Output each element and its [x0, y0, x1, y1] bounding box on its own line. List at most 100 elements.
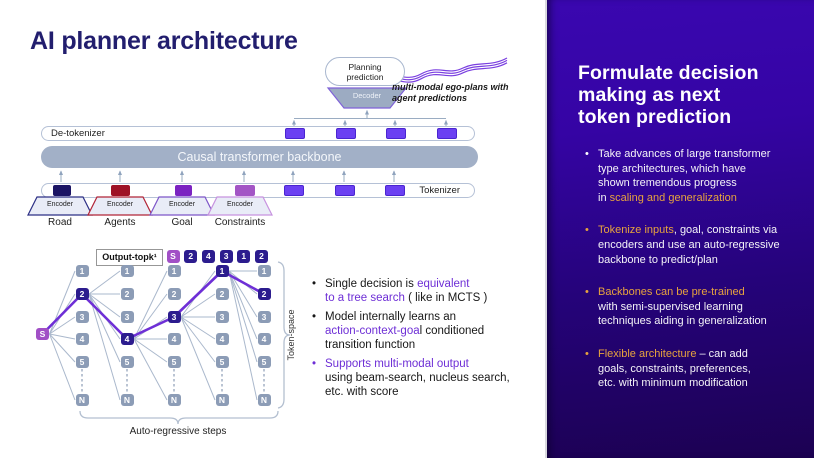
tree-node-col4-2: 2 [215, 288, 229, 300]
plain-text: using beam-search, nucleus search, etc. … [325, 372, 510, 398]
panel-bullet-1: • Take advances of large transformer type… [585, 147, 796, 205]
encoder-name-constraints: Constraints [214, 217, 266, 228]
diagram-bullet-3: • Supports multi-modal output using beam-… [312, 357, 544, 399]
tree-node-col5-N: N [257, 394, 271, 406]
right-panel: Formulate decision making as next token … [545, 0, 814, 458]
plain-text: with semi-supervised learning techniques… [598, 300, 767, 328]
panel-bullet-list: • Take advances of large transformer type… [578, 147, 796, 391]
tree-node-col2-N: N [120, 394, 134, 406]
bullet-dot: • [312, 358, 317, 370]
bullet-text: Supports multi-modal output using beam-s… [325, 357, 510, 399]
tree-node-col3-5: 5 [167, 356, 181, 368]
tree-node-col1-5: 5 [75, 356, 89, 368]
highlighted-text: Flexible architecture [598, 347, 697, 360]
tree-node-col1-3: 3 [75, 311, 89, 323]
de-tokenizer-token-3 [386, 128, 406, 139]
plain-text: , goal, constraints via encoders and use… [598, 224, 780, 266]
tokenizer-token-5 [284, 185, 304, 196]
tree-node-col4-4: 4 [215, 333, 229, 345]
panel-heading: Formulate decision making as next token … [578, 62, 759, 128]
output-sequence-token-3: 4 [201, 250, 215, 263]
tokenizer-token-road [53, 185, 71, 196]
encoder-name-goal: Goal [171, 217, 193, 228]
panel-bullet-2: • Tokenize inputs, goal, constraints via … [585, 223, 796, 267]
highlighted-text: scaling and generalization [609, 191, 737, 204]
tree-node-col4-1: 1 [215, 265, 229, 277]
encoder-name-agents: Agents [104, 217, 136, 228]
tree-node-col3-N: N [167, 394, 181, 406]
bullet-text: Tokenize inputs, goal, constraints via e… [598, 223, 780, 267]
diagram-bullet-2: • Model internally learns an action-conte… [312, 310, 544, 352]
diagram-bullet-1: • Single decision is equivalent to a tree… [312, 277, 544, 305]
tree-node-col2-4: 4 [120, 333, 134, 345]
bullet-dot: • [585, 224, 589, 237]
tree-node-col2-5: 5 [120, 356, 134, 368]
tokenizer-token-constraints [235, 185, 255, 196]
output-sequence-token-5: 1 [237, 250, 251, 263]
tokenizer-bar: Tokenizer [41, 183, 475, 198]
tree-node-col2-3: 3 [120, 311, 134, 323]
output-sequence-token-2: 2 [184, 250, 198, 263]
tree-node-col1-N: N [75, 394, 89, 406]
token-space-label: Token-space [286, 309, 296, 361]
tree-node-col4-5: 5 [215, 356, 229, 368]
encoder-name-road: Road [48, 217, 72, 228]
encoder-label-road: Encoder [46, 201, 74, 208]
bullet-dot: • [312, 311, 317, 323]
bullet-text: Flexible architecture – can add goals, c… [598, 347, 751, 391]
tree-node-col1-2: 2 [75, 288, 89, 300]
tree-node-col1-4: 4 [75, 333, 89, 345]
panel-bullet-4: • Flexible architecture – can add goals, … [585, 347, 796, 391]
tree-node-col2-2: 2 [120, 288, 134, 300]
tree-node-col3-2: 2 [167, 288, 181, 300]
tree-node-col5-1: 1 [257, 265, 271, 277]
bullet-dot: • [585, 148, 589, 160]
encoder-label-agents: Encoder [106, 201, 134, 208]
highlighted-text: equivalent to a tree search [325, 278, 470, 304]
tree-node-col1-1: 1 [75, 265, 89, 277]
tokenizer-token-goal [175, 185, 192, 196]
encoder-label-goal: Encoder [168, 201, 196, 208]
slide-title: AI planner architecture [30, 27, 298, 55]
plain-text: Model internally learns an [325, 311, 457, 323]
tokenizer-token-6 [335, 185, 355, 196]
tree-node-col3-1: 1 [167, 265, 181, 277]
bullet-text: Take advances of large transformer type … [598, 147, 770, 205]
de-tokenizer-bar: De-tokenizer [41, 126, 475, 141]
causal-transformer-backbone: Causal transformer backbone [41, 146, 478, 168]
de-tokenizer-token-4 [437, 128, 457, 139]
highlighted-text: Tokenize inputs [598, 224, 674, 237]
tokenizer-token-agents [111, 185, 130, 196]
plain-text: Take advances of large transformer type … [598, 148, 771, 204]
tree-start-node: S [36, 328, 49, 340]
auto-regressive-steps-label: Auto-regressive steps [129, 426, 227, 437]
de-tokenizer-label: De-tokenizer [51, 128, 105, 139]
highlighted-text: action-context-goa [325, 325, 420, 337]
plain-text: ( like in MCTS ) [404, 292, 488, 304]
bullet-dot: • [585, 347, 589, 360]
output-topk-label: Output-topk¹ [96, 249, 163, 266]
highlighted-text: Supports multi-modal output [325, 358, 469, 370]
bullet-dot: • [585, 286, 589, 299]
tree-node-col3-3: 3 [167, 311, 181, 323]
de-tokenizer-token-1 [285, 128, 305, 139]
de-tokenizer-token-2 [336, 128, 356, 139]
tree-node-col3-4: 4 [167, 333, 181, 345]
tree-node-col5-2: 2 [257, 288, 271, 300]
panel-bullet-3: • Backbones can be pre-trained with semi-… [585, 285, 796, 329]
highlighted-text: Backbones can be pre-trained [598, 286, 745, 299]
bullet-text: Single decision is equivalent to a tree … [325, 277, 487, 305]
plain-text: – can add goals, constraints, preference… [598, 347, 751, 390]
tree-node-col4-3: 3 [215, 311, 229, 323]
tokenizer-token-7 [385, 185, 405, 196]
plain-text: Single decision is [325, 278, 418, 290]
tree-node-col5-3: 3 [257, 311, 271, 323]
bullet-dot: • [312, 278, 317, 290]
output-sequence-token-4: 3 [219, 250, 233, 263]
bullet-text: Backbones can be pre-trained with semi-s… [598, 285, 767, 329]
output-sequence-token-1: S [166, 250, 180, 263]
encoder-label-constraints: Encoder [226, 201, 254, 208]
ego-plans-annotation: multi-modal ego-plans with agent predict… [392, 82, 509, 103]
tree-node-col2-1: 1 [120, 265, 134, 277]
